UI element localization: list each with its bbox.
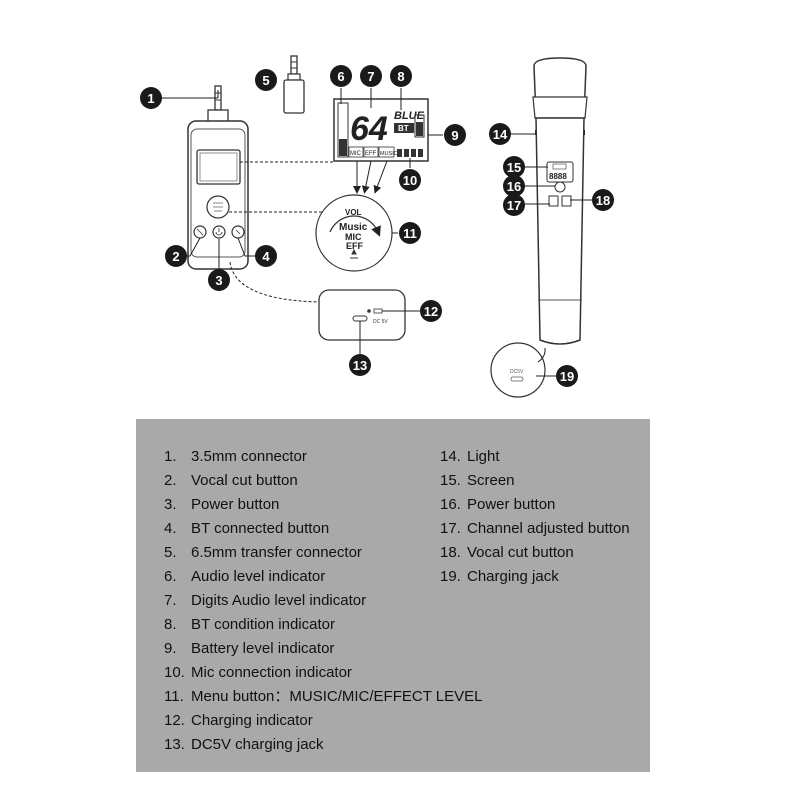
- box-leader-lines: [359, 310, 420, 355]
- callout-15: 15: [503, 156, 525, 178]
- legend-item: 14.Light: [440, 448, 500, 465]
- callout-9: 9: [444, 124, 466, 146]
- svg-text:16: 16: [507, 179, 521, 194]
- svg-text:15: 15: [507, 160, 521, 175]
- callout-5: 5: [255, 69, 277, 91]
- legend-panel: 1.3.5mm connector 2.Vocal cut button 3.P…: [136, 419, 650, 772]
- product-diagram: 64 BLUE BT MIC EFF MUSIC: [140, 55, 614, 398]
- callout-18: 18: [592, 189, 614, 211]
- lcd-music-label: MUSIC: [380, 151, 398, 157]
- dc5v-label: DC 5V: [373, 319, 388, 325]
- callout-3: 3: [208, 269, 230, 291]
- legend-item: 9.Battery level indicator: [164, 640, 335, 657]
- legend-item: 7.Digits Audio level indicator: [164, 592, 367, 609]
- svg-text:14: 14: [493, 127, 508, 142]
- legend-item: 8.BT condition indicator: [164, 616, 335, 633]
- mic-connection-indicator: [397, 149, 423, 157]
- receiver-unit: [187, 85, 249, 270]
- mic-screen-digits: 8888: [549, 172, 567, 181]
- lcd-leader-lines: [340, 88, 443, 194]
- svg-text:7: 7: [367, 69, 374, 84]
- legend-item: 6.Audio level indicator: [164, 568, 326, 585]
- svg-text:6: 6: [337, 69, 344, 84]
- legend-item: 11.Menu button：MUSIC/MIC/EFFECT LEVEL: [164, 688, 483, 705]
- lcd-eff-label: EFF: [365, 151, 377, 157]
- svg-text:13: 13: [353, 358, 367, 373]
- channel-adjusted-button[interactable]: [548, 195, 559, 207]
- callout-10: 10: [399, 169, 421, 191]
- legend-item: 16.Power button: [440, 496, 556, 513]
- legend-item: 15.Screen: [440, 472, 515, 489]
- handheld-microphone: 8888: [532, 57, 588, 345]
- dial-vol-label: VOL: [345, 208, 362, 217]
- mic-charging-jack[interactable]: [510, 376, 524, 382]
- mic-charging-jack-zoom: DC5V: [490, 342, 546, 398]
- dial-eff-label: EFF: [346, 241, 364, 251]
- svg-text:17: 17: [507, 198, 521, 213]
- legend-item: 10.Mic connection indicator: [164, 664, 352, 681]
- legend-item: 5.6.5mm transfer connector: [164, 544, 362, 561]
- mic-vocal-cut-button[interactable]: [561, 195, 572, 207]
- receiver-screen: [196, 149, 241, 185]
- digits-audio-level-indicator: 64: [350, 110, 388, 148]
- dial-mic-label: MIC: [345, 232, 362, 242]
- svg-text:4: 4: [262, 249, 270, 264]
- callout-14: 14: [489, 123, 511, 145]
- callout-19: 19: [556, 365, 578, 387]
- svg-text:19: 19: [560, 369, 574, 384]
- bt-condition-indicator: BLUE: [394, 110, 425, 122]
- callout-12: 12: [420, 300, 442, 322]
- legend-item: 2.Vocal cut button: [164, 472, 298, 489]
- receiver-leader-lines: [161, 90, 335, 303]
- legend-item: 1.3.5mm connector: [164, 448, 307, 465]
- legend-item: 12.Charging indicator: [164, 712, 313, 729]
- callout-17: 17: [503, 194, 525, 216]
- legend-item: 4.BT connected button: [164, 520, 330, 537]
- callout-1: 1: [140, 87, 162, 109]
- svg-text:1: 1: [147, 91, 154, 106]
- callout-badges: 1 2 3 4 5 6 7 8 9 10 11 12 13 14 15 16 1…: [140, 65, 614, 387]
- callout-11: 11: [399, 222, 421, 244]
- svg-text:8: 8: [397, 69, 404, 84]
- callout-8: 8: [390, 65, 412, 87]
- legend-item: 13.DC5V charging jack: [164, 736, 324, 753]
- legend-item: 17.Channel adjusted button: [440, 520, 630, 537]
- dial-music-label: Music: [339, 222, 368, 233]
- transfer-connector-6-5mm: [283, 55, 305, 114]
- mic-jack-label: DC5V: [510, 369, 524, 375]
- mic-leader-lines: [511, 133, 592, 377]
- svg-text:3: 3: [215, 273, 222, 288]
- svg-text:10: 10: [403, 173, 417, 188]
- mic-power-button[interactable]: [554, 181, 566, 193]
- svg-text:2: 2: [172, 249, 179, 264]
- audio-level-indicator: [337, 102, 349, 158]
- legend-item: 19.Charging jack: [440, 568, 559, 585]
- bt-label: BT: [398, 124, 409, 133]
- svg-text:5: 5: [262, 73, 269, 88]
- svg-text:9: 9: [451, 128, 458, 143]
- lcd-mic-label: MIC: [350, 151, 362, 157]
- dc5v-charging-jack[interactable]: [352, 315, 368, 322]
- receiver-bottom-view: DC 5V: [318, 289, 406, 341]
- legend-item: 3.Power button: [164, 496, 280, 513]
- svg-text:11: 11: [403, 226, 417, 241]
- legend-column-right: 14.Light 15.Screen 16.Power button 17.Ch…: [440, 445, 630, 589]
- legend-column-left: 1.3.5mm connector 2.Vocal cut button 3.P…: [164, 445, 482, 757]
- callout-2: 2: [165, 245, 187, 267]
- callout-16: 16: [503, 175, 525, 197]
- legend-item: 18.Vocal cut button: [440, 544, 574, 561]
- menu-dial-zoom: VOL Music MIC EFF: [315, 194, 393, 272]
- dial-person-icon: [350, 248, 358, 259]
- callout-7: 7: [360, 65, 382, 87]
- callout-6: 6: [330, 65, 352, 87]
- callout-13: 13: [349, 354, 371, 376]
- svg-text:12: 12: [424, 304, 438, 319]
- callout-4: 4: [255, 245, 277, 267]
- battery-level-indicator: [414, 114, 425, 138]
- charging-indicator: [367, 309, 371, 313]
- svg-text:18: 18: [596, 193, 610, 208]
- lcd-display-panel: 64 BLUE BT MIC EFF MUSIC: [333, 98, 429, 162]
